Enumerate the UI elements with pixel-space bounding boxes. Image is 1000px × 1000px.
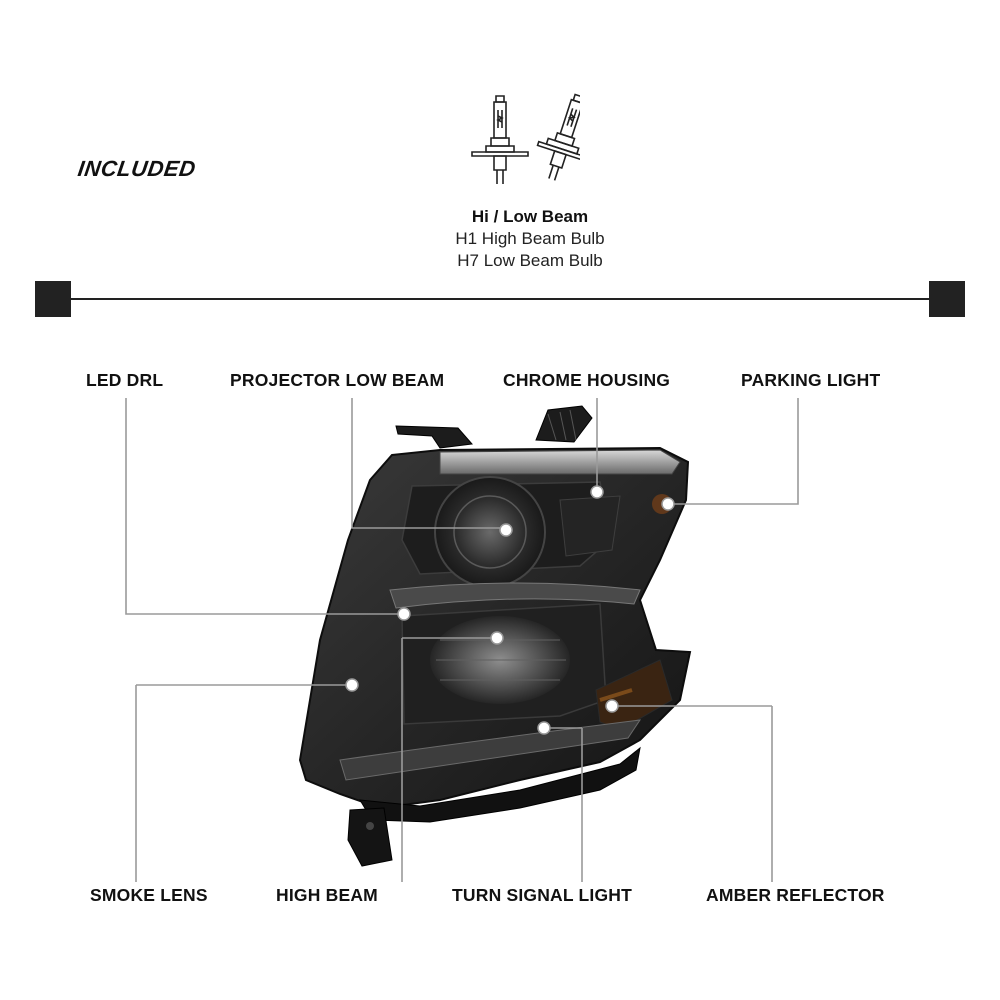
label-amber-reflector: AMBER REFLECTOR: [706, 885, 885, 905]
chrome-strip: [439, 449, 681, 475]
halogen-bulb-icon: [471, 93, 580, 184]
label-high-beam: HIGH BEAM: [276, 885, 378, 905]
label-turn-signal-light: TURN SIGNAL LIGHT: [452, 885, 633, 905]
callout-dot-parking: [661, 497, 675, 511]
callout-dot-turn: [537, 721, 551, 735]
callout-dot-projector: [499, 523, 513, 537]
callout-dot-amber: [605, 699, 619, 713]
turn-signal-strip: [339, 719, 642, 781]
divider-line: [71, 298, 929, 300]
callout-dot-chrome: [590, 485, 604, 499]
callout-dot-smoke: [345, 678, 359, 692]
label-smoke-lens: SMOKE LENS: [90, 885, 208, 905]
bulb-low-beam-line: H7 Low Beam Bulb: [457, 251, 603, 270]
mounting-tabs: [395, 405, 593, 449]
divider-cap-left: [35, 281, 71, 317]
callout-dot-led-drl: [397, 607, 411, 621]
label-parking-light: PARKING LIGHT: [741, 370, 881, 390]
projector-lens: [434, 476, 546, 588]
label-chrome-housing: CHROME HOUSING: [503, 370, 671, 390]
bulb-title: Hi / Low Beam: [471, 207, 589, 226]
led-drl-bar: [389, 582, 641, 609]
label-projector-low-beam: PROJECTOR LOW BEAM: [230, 370, 445, 390]
bulb-high-beam-line: H1 High Beam Bulb: [455, 229, 605, 248]
callout-lines: [125, 398, 799, 882]
label-led-drl: LED DRL: [86, 370, 164, 390]
bulb-description: Hi / Low Beam H1 High Beam Bulb H7 Low B…: [390, 206, 670, 272]
callout-dot-high-beam: [490, 631, 504, 645]
divider-cap-right: [929, 281, 965, 317]
section-divider: [35, 281, 965, 317]
